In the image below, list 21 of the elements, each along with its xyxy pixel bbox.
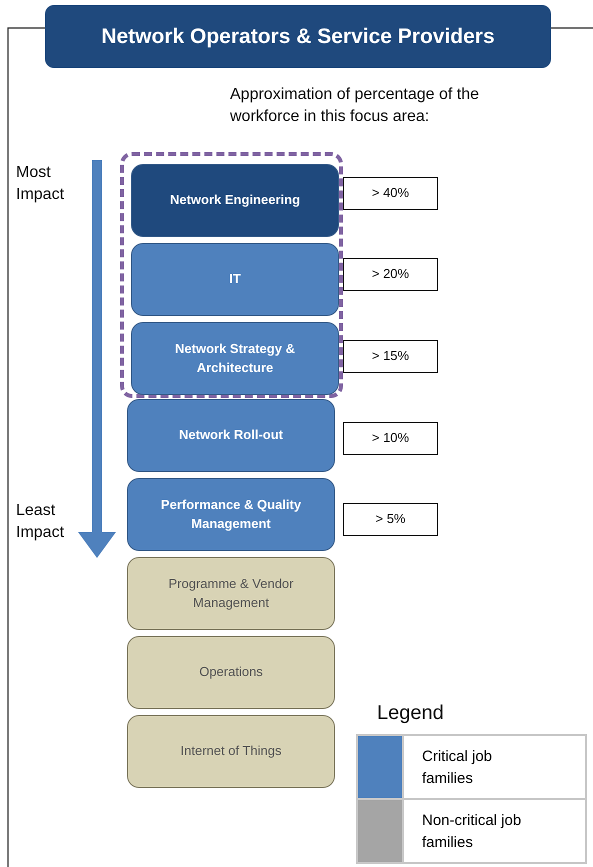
job-family-box: Network Roll-out <box>127 399 335 472</box>
legend-title: Legend <box>377 701 445 726</box>
job-family-box: Network Strategy & Architecture <box>131 322 339 395</box>
legend-text: Non-critical job families <box>404 800 585 862</box>
impact-label: Most Impact <box>16 163 66 205</box>
job-family-box: Operations <box>127 636 335 709</box>
note-text: Approximation of percentage of the workforce in this focus area: <box>230 85 480 127</box>
legend-text: Critical job families <box>404 736 585 798</box>
highlight-frame <box>120 152 343 398</box>
percentage-box: > 15% <box>343 340 438 373</box>
percentage-box: > 20% <box>343 258 438 291</box>
percentage-box: > 40% <box>343 177 438 210</box>
job-family-box: Network Engineering <box>131 164 339 237</box>
job-family-box: Programme & Vendor Management <box>127 557 335 630</box>
percentage-box: > 10% <box>343 422 438 455</box>
impact-label: Least Impact <box>16 501 66 543</box>
job-family-box: IT <box>131 243 339 316</box>
job-family-box: Performance & Quality Management <box>127 478 335 551</box>
job-family-box: Internet of Things <box>127 715 335 788</box>
title-banner: Network Operators & Service Providers <box>45 5 551 68</box>
percentage-box: > 5% <box>343 503 438 536</box>
